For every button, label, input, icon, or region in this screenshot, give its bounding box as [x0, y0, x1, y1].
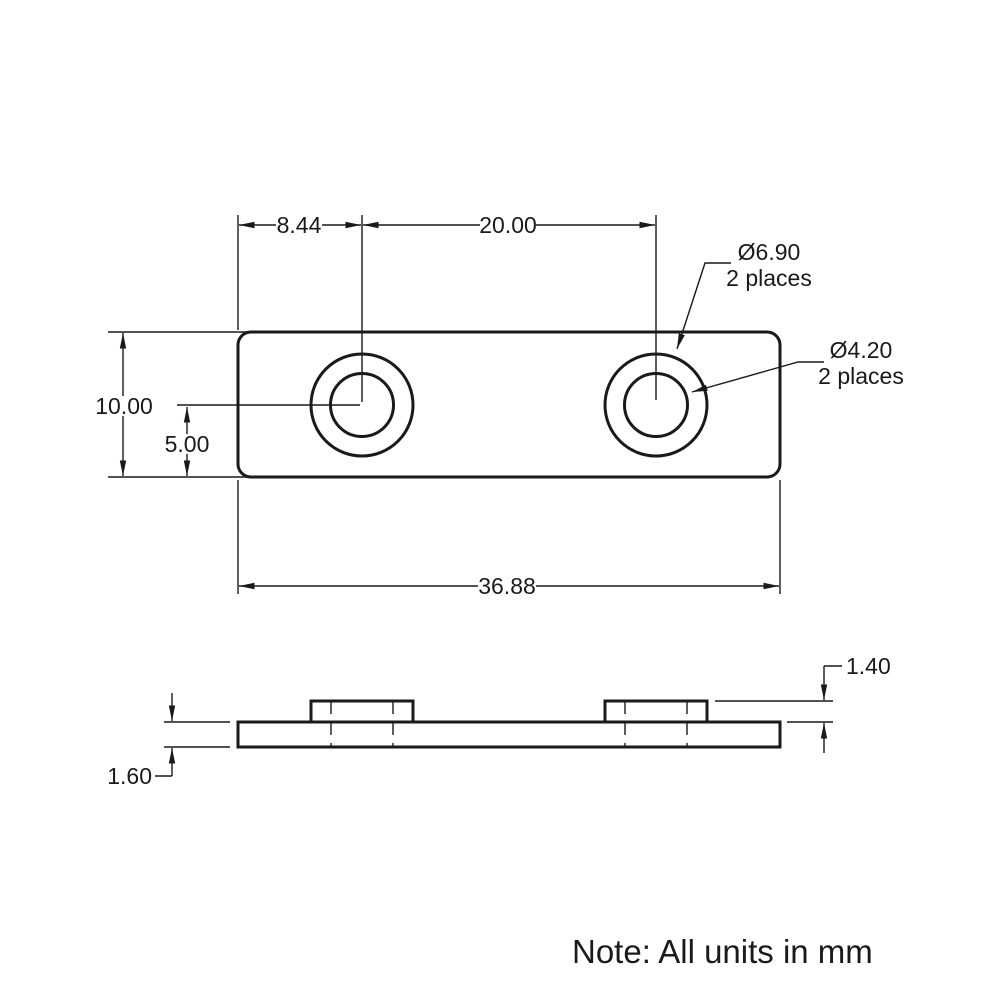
side-boss-left-outline [309, 699, 415, 724]
callout-count: 2 places [726, 265, 812, 291]
dimension-20-00: 20.00 [363, 212, 655, 238]
side-plate-outline [236, 720, 782, 749]
dimension-8-44: 8.44 [239, 212, 361, 238]
dimension-text: 10.00 [95, 393, 153, 419]
top-view: 8.44 20.00 10.00 5.00 [95, 212, 904, 599]
leader-line [691, 361, 824, 393]
dimension-text: 8.44 [277, 212, 322, 238]
callout-count: 2 places [818, 363, 904, 389]
dimension-5-00: 5.00 [165, 407, 210, 476]
callout-bore-diameter: Ø4.20 2 places [691, 337, 904, 393]
side-boss-right-outline [603, 699, 709, 724]
dimension-text: 1.40 [846, 653, 891, 679]
units-note: Note: All units in mm [572, 933, 873, 970]
dimension-text: 36.88 [478, 573, 536, 599]
callout-boss-diameter: Ø6.90 2 places [676, 239, 812, 350]
leader-line [676, 262, 731, 350]
dimension-text: 20.00 [479, 212, 537, 238]
dimension-1-40: 1.40 [715, 653, 891, 753]
callout-value: Ø6.90 [738, 239, 801, 265]
dimension-text: 1.60 [107, 763, 152, 789]
dimension-36-88: 36.88 [239, 573, 779, 599]
dimension-text: 5.00 [165, 431, 210, 457]
callout-value: Ø4.20 [830, 337, 893, 363]
side-view: 1.60 1.40 [107, 653, 891, 789]
dimension-10-00: 10.00 [95, 333, 153, 476]
dimension-1-60: 1.60 [107, 693, 230, 789]
